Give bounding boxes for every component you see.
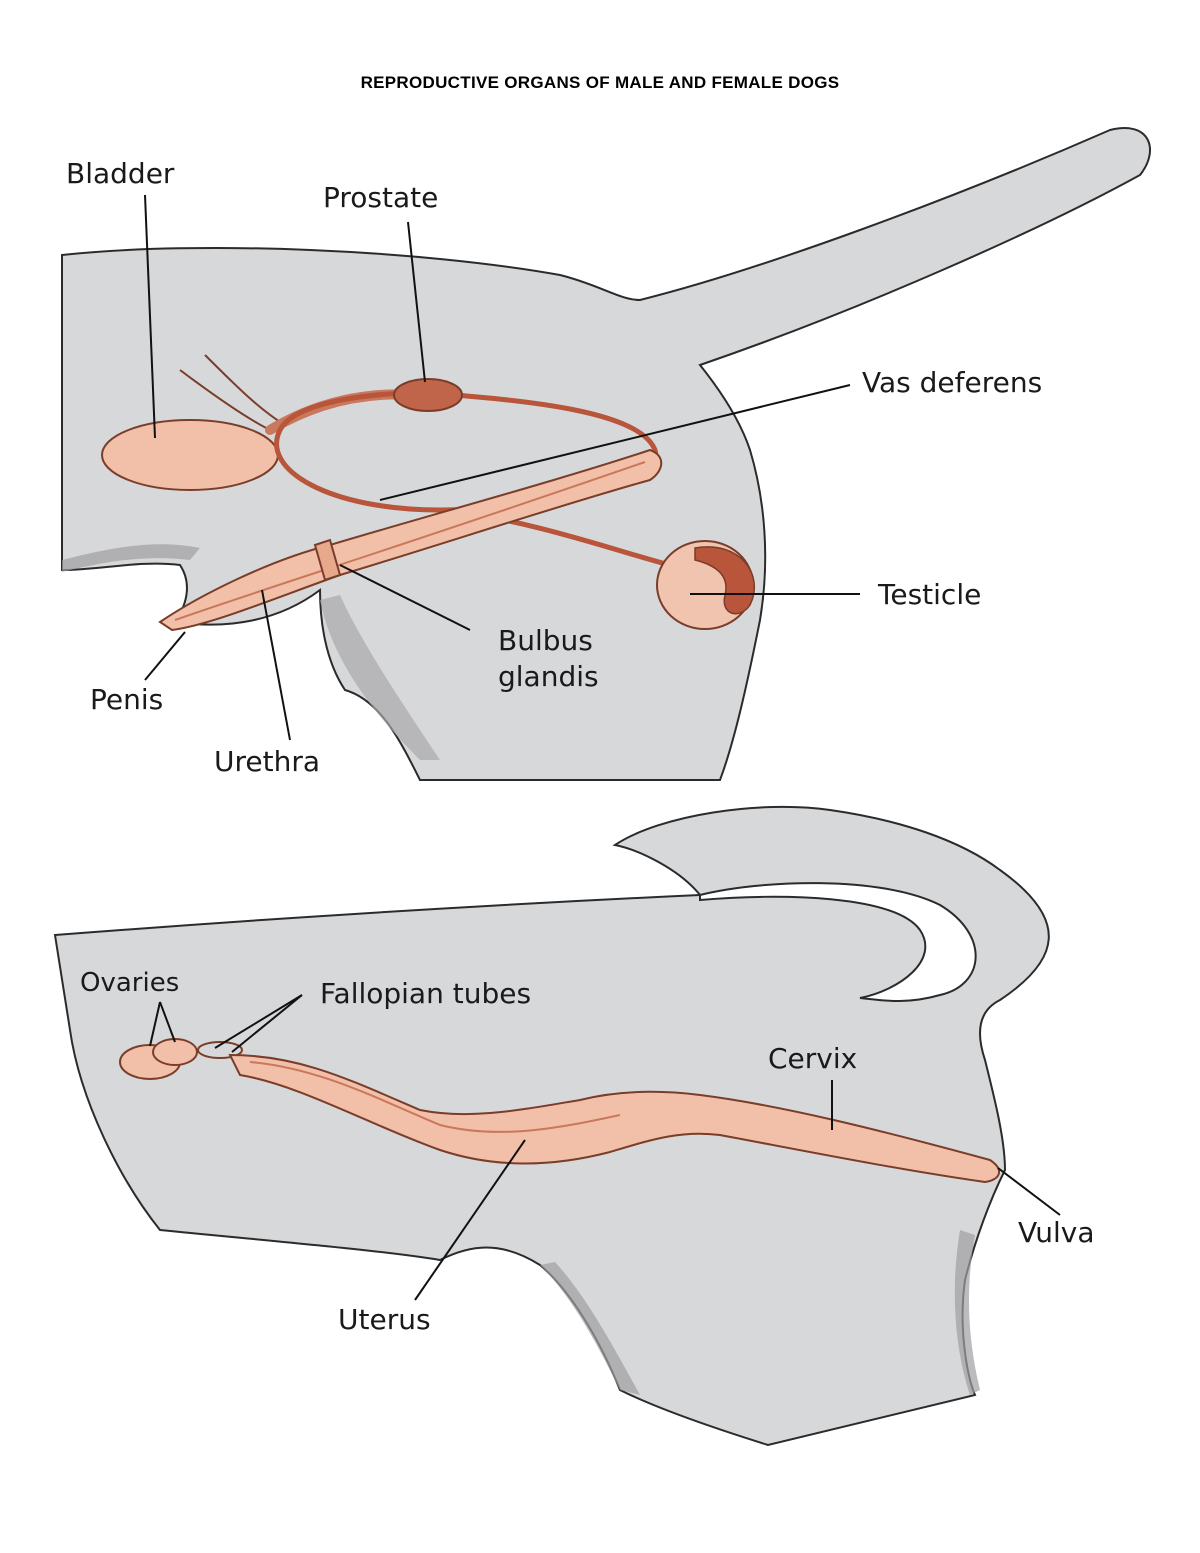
bulbus-glandis-organ (313, 538, 342, 582)
fallopian-leader (214, 994, 303, 1049)
label-bulbus: Bulbus (498, 624, 593, 657)
page-title: REPRODUCTIVE ORGANS OF MALE AND FEMALE D… (360, 73, 840, 92)
ovaries-leader (159, 1001, 176, 1043)
bladder-leader (144, 194, 156, 439)
ovaries-leader (149, 1001, 161, 1047)
label-vas-deferens: Vas deferens (862, 366, 1042, 399)
female-leg-shading (540, 1262, 640, 1395)
tail-loop-hole (699, 882, 977, 1002)
vas-deferens-leader (379, 384, 851, 501)
label-cervix: Cervix (768, 1042, 857, 1075)
label-urethra: Urethra (214, 745, 320, 778)
label-bladder: Bladder (66, 157, 175, 190)
bladder-organ (101, 419, 279, 491)
vulva-leader (997, 1167, 1061, 1216)
label-penis: Penis (90, 683, 163, 716)
urethra-line (174, 461, 646, 621)
ureter-shape (179, 369, 271, 431)
male-belly-shading (62, 544, 200, 572)
label-prostate: Prostate (323, 181, 438, 214)
bulbus-leader (339, 564, 471, 631)
label-fallopian-tubes: Fallopian tubes (320, 977, 531, 1010)
male-fur-shading (320, 595, 440, 760)
prostate-leader (407, 221, 426, 383)
ureter-shape (204, 354, 286, 426)
label-uterus: Uterus (338, 1303, 431, 1336)
label-testicle: Testicle (877, 578, 981, 611)
uterus-organ (228, 1053, 1000, 1184)
male-dog-diagram: Bladder Prostate Vas deferens Testicle B… (61, 127, 1151, 781)
epididymis-shape (694, 546, 756, 615)
label-vulva: Vulva (1018, 1216, 1095, 1249)
fallopian-tube-organ (197, 1041, 243, 1059)
fallopian-leader (231, 994, 303, 1053)
prostate-organ (393, 378, 463, 412)
ovary-organ (152, 1038, 198, 1066)
label-ovaries: Ovaries (80, 968, 179, 998)
female-rear-shading (954, 1230, 980, 1395)
female-dog-diagram: Ovaries Fallopian tubes Cervix Vulva Ute… (53, 805, 1095, 1447)
uterus-leader (414, 1139, 526, 1301)
uterus-fold (249, 1061, 621, 1133)
penis-leader (144, 631, 186, 681)
urethra-leader (261, 589, 291, 741)
label-glandis: glandis (498, 660, 599, 693)
